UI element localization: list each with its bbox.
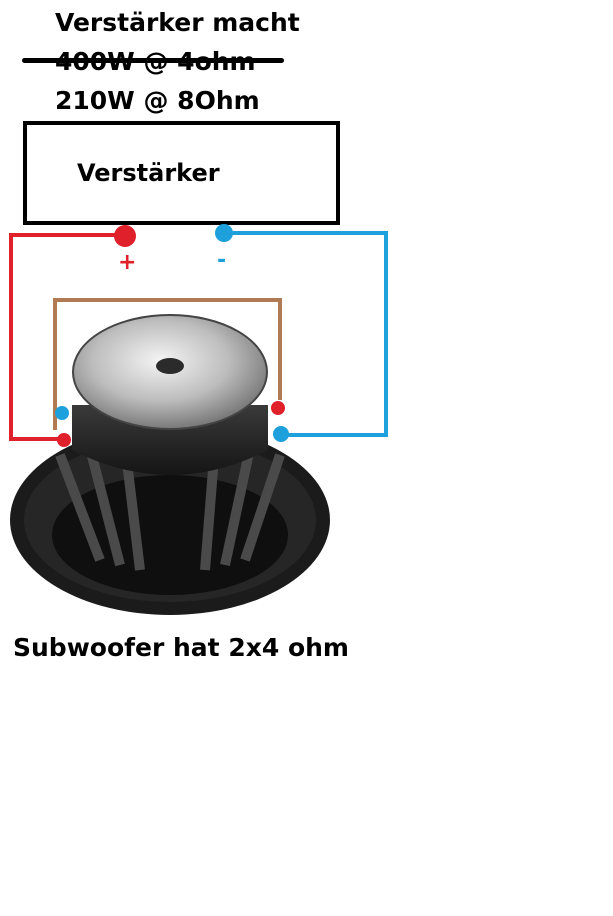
amp-power-8ohm: 210W @ 8Ohm	[55, 86, 260, 115]
negative-wire	[224, 231, 388, 437]
positive-sign: +	[118, 250, 137, 275]
subwoofer-basket-spokes	[55, 444, 285, 571]
subwoofer-caption: Subwoofer hat 2x4 ohm	[13, 633, 349, 662]
amp-power-heading: Verstärker macht	[55, 8, 300, 37]
amp-positive-terminal	[114, 225, 136, 247]
coil1-positive-terminal	[57, 433, 71, 447]
subwoofer-motor-housing	[72, 405, 268, 475]
negative-sign: -	[217, 248, 227, 273]
subwoofer-vent-hole	[156, 358, 184, 374]
strikethrough-line	[22, 58, 284, 63]
amp-negative-terminal	[215, 224, 233, 242]
bridge-wire	[53, 298, 282, 430]
positive-wire	[9, 233, 125, 441]
coil2-positive-terminal	[271, 401, 285, 415]
subwoofer-graphic	[10, 314, 330, 615]
amplifier-label: Verstärker	[77, 159, 220, 187]
amplifier-box: Verstärker	[23, 121, 340, 225]
coil1-negative-terminal	[55, 406, 69, 420]
coil2-negative-terminal	[273, 426, 289, 442]
